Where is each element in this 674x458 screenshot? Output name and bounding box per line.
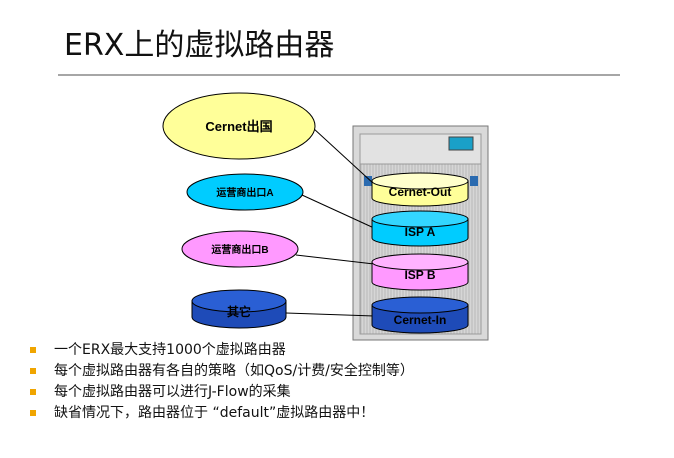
slide-title: ERX上的虚拟路由器 — [64, 28, 335, 63]
cylinder-isp-a-label: ISP A — [405, 225, 436, 239]
bullet-item: 一个ERX最大支持1000个虚拟路由器 — [30, 340, 414, 361]
chassis-display-icon — [448, 136, 474, 151]
ellipse-carrier-a: 运营商出口A — [186, 173, 304, 211]
square-bullet-icon — [30, 347, 36, 353]
cylinder-other-label: 其它 — [227, 304, 251, 319]
bullet-item: 缺省情况下，路由器位于 “default”虚拟路由器中！ — [30, 403, 414, 424]
chassis-port-icon — [470, 176, 478, 186]
bullet-text: 每个虚拟路由器可以进行J-Flow的采集 — [54, 384, 291, 400]
bullet-list: 一个ERX最大支持1000个虚拟路由器 每个虚拟路由器有各自的策略（如QoS/计… — [30, 340, 414, 424]
ellipse-carrier-b: 运营商出口B — [181, 230, 299, 268]
connector-lines — [285, 127, 375, 317]
bullet-text: 每个虚拟路由器有各自的策略（如QoS/计费/安全控制等） — [54, 363, 414, 379]
bullet-item: 每个虚拟路由器可以进行J-Flow的采集 — [30, 382, 414, 403]
cylinder-isp-a: ISP A — [371, 210, 469, 247]
cylinder-cernet-in-label: Cernet-In — [394, 313, 447, 327]
cylinder-isp-b-label: ISP B — [404, 268, 435, 282]
cylinder-cernet-in: Cernet-In — [371, 296, 469, 334]
bullet-text: 缺省情况下，路由器位于 “default”虚拟路由器中！ — [54, 405, 375, 421]
chassis-port-icon — [364, 176, 372, 186]
cylinder-isp-b: ISP B — [371, 253, 469, 291]
cylinder-cernet-out: Cernet-Out — [371, 172, 469, 207]
bullet-item: 每个虚拟路由器有各自的策略（如QoS/计费/安全控制等） — [30, 361, 414, 382]
square-bullet-icon — [30, 410, 36, 416]
ellipse-cernet-export-label: Cernet出国 — [205, 119, 272, 134]
ellipse-carrier-b-label: 运营商出口B — [211, 243, 268, 256]
cylinder-other: 其它 — [191, 289, 287, 329]
cylinder-cernet-out-label: Cernet-Out — [389, 185, 452, 199]
ellipse-cernet-export: Cernet出国 — [162, 92, 316, 160]
ellipse-carrier-a-label: 运营商出口A — [216, 186, 273, 199]
square-bullet-icon — [30, 389, 36, 395]
bullet-text: 一个ERX最大支持1000个虚拟路由器 — [54, 342, 286, 358]
square-bullet-icon — [30, 368, 36, 374]
title-divider — [58, 74, 620, 76]
